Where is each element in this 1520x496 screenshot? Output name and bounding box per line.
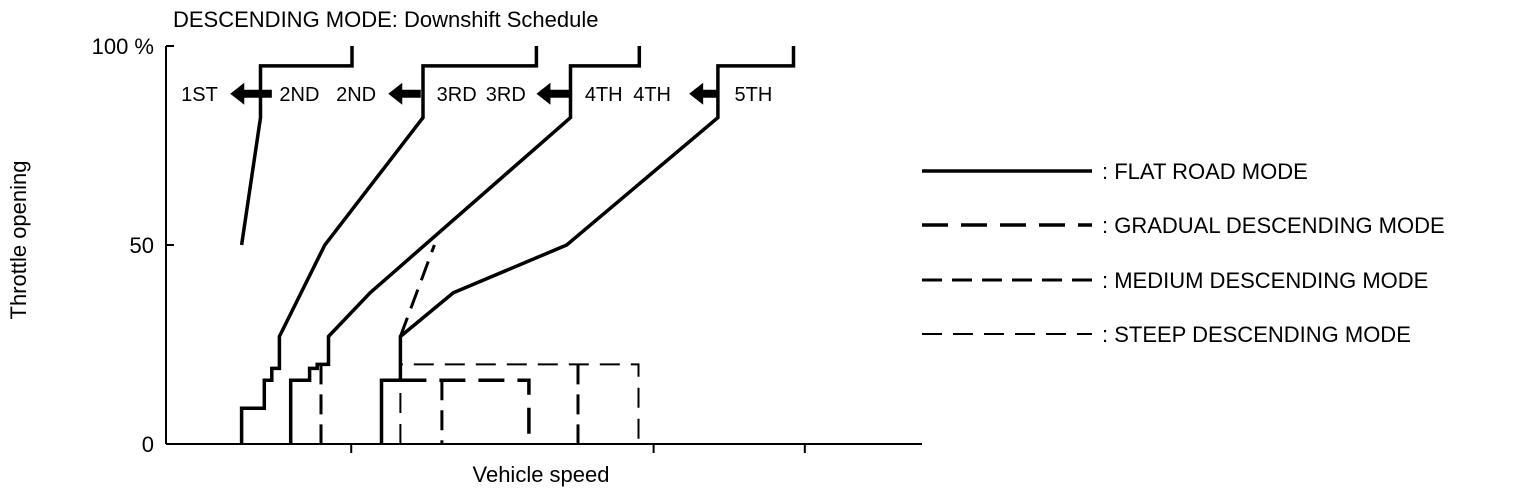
y-axis-label: Throttle opening <box>6 161 31 320</box>
gear-label: 3RD <box>437 84 477 106</box>
legend-label-gradual: : GRADUAL DESCENDING MODE <box>1102 213 1445 238</box>
series-line-gradual <box>400 378 531 444</box>
series-flat <box>239 46 796 444</box>
y-tick-label: 0 <box>142 432 154 457</box>
shift-arrow-head <box>388 82 403 105</box>
legend-label-steep: : STEEP DESCENDING MODE <box>1102 322 1411 347</box>
series-line-flat <box>379 46 796 444</box>
legend: : FLAT ROAD MODE : GRADUAL DESCENDING MOD… <box>922 159 1445 347</box>
gear-label: 2ND <box>279 84 319 106</box>
series-line-flat <box>239 46 354 246</box>
chart-title: DESCENDING MODE: Downshift Schedule <box>173 7 598 32</box>
legend-label-flat: : FLAT ROAD MODE <box>1102 159 1308 184</box>
gear-label: 1ST <box>181 84 218 106</box>
y-tick-label: 100 % <box>92 34 154 59</box>
legend-label-medium: : MEDIUM DESCENDING MODE <box>1102 268 1428 293</box>
series-line-flat <box>288 46 642 444</box>
shift-arrow-head <box>689 82 704 105</box>
gear-label: 5TH <box>735 84 773 106</box>
series-gradual <box>400 378 531 444</box>
shift-arrow-head <box>230 82 245 105</box>
shift-arrow-head <box>536 82 551 105</box>
y-tick-label: 50 <box>130 233 154 258</box>
series-line-medium <box>398 244 436 338</box>
gear-label: 4TH <box>585 84 623 106</box>
gear-label: 2ND <box>336 84 376 106</box>
gear-label: 4TH <box>633 84 671 106</box>
series-steep <box>399 363 640 444</box>
x-ticks <box>350 444 806 453</box>
series-line-flat <box>239 46 539 444</box>
x-axis-label: Vehicle speed <box>473 462 610 487</box>
gear-labels: 1ST 2ND 2ND 3RD 3RD 4TH 4TH 5TH <box>181 84 772 106</box>
series-medium <box>319 244 580 444</box>
series-line-steep <box>399 363 640 444</box>
gear-label: 3RD <box>486 84 526 106</box>
shift-arrows <box>230 82 720 105</box>
series-layer <box>239 46 796 444</box>
y-ticks: 0 50 100 % <box>92 34 174 457</box>
